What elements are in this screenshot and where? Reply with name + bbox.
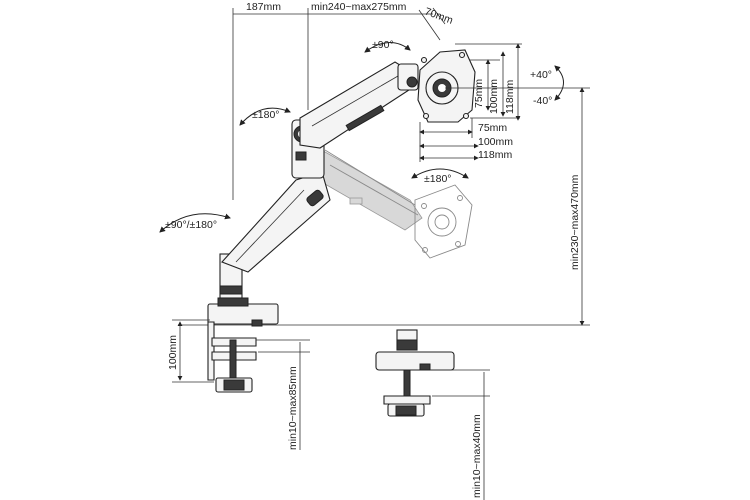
upper-arm — [299, 61, 413, 149]
height-dimension: min230~max470mm — [178, 87, 590, 326]
dim-plate-h-75: 75mm — [473, 79, 485, 108]
tilt-indicator: +40° -40° — [530, 65, 564, 107]
grommet-dimensions: min10~max40mm — [430, 369, 490, 500]
grommet-base — [375, 329, 455, 417]
clamp-base — [207, 297, 279, 393]
tilt-up-label: +40° — [530, 69, 552, 81]
dim-plate-w-100: 100mm — [478, 136, 513, 148]
base-height-label: 100mm — [167, 335, 179, 370]
dim-187: 187mm — [246, 1, 281, 13]
lower-arm — [221, 171, 331, 273]
head-swivel-label: ±180° — [424, 173, 451, 185]
dim-240-275: min240~max275mm — [311, 1, 407, 13]
ghost-vesa-plate — [414, 184, 473, 259]
tilt-down-label: -40° — [533, 95, 552, 107]
grommet-range-label: min10~max40mm — [471, 414, 483, 498]
base-dimensions: 100mm min10~max85mm — [167, 319, 310, 450]
top-dimensions: 187mm min240~max275mm 70mm — [232, 1, 455, 200]
base-rotation-label: ±90°/±180° — [165, 219, 217, 231]
dim-plate-h-118: 118mm — [504, 80, 516, 114]
monitor-arm — [219, 61, 419, 299]
dim-70: 70mm — [423, 6, 455, 27]
top-rotation-label: ±90° — [372, 39, 394, 51]
clamp-range-label: min10~max85mm — [287, 366, 299, 450]
dim-plate-w-118: 118mm — [478, 149, 512, 161]
post-collar — [219, 285, 243, 295]
dim-plate-h-100: 100mm — [488, 79, 500, 114]
vesa-plate — [417, 49, 476, 123]
dim-plate-w-75: 75mm — [478, 122, 507, 134]
ghost-arm — [317, 147, 473, 259]
rotation-labels: ±90° ±180° ±90°/±180° ±180° — [159, 39, 469, 233]
arm-rotation-label: ±180° — [252, 109, 279, 121]
height-range-label: min230~max470mm — [569, 174, 581, 270]
